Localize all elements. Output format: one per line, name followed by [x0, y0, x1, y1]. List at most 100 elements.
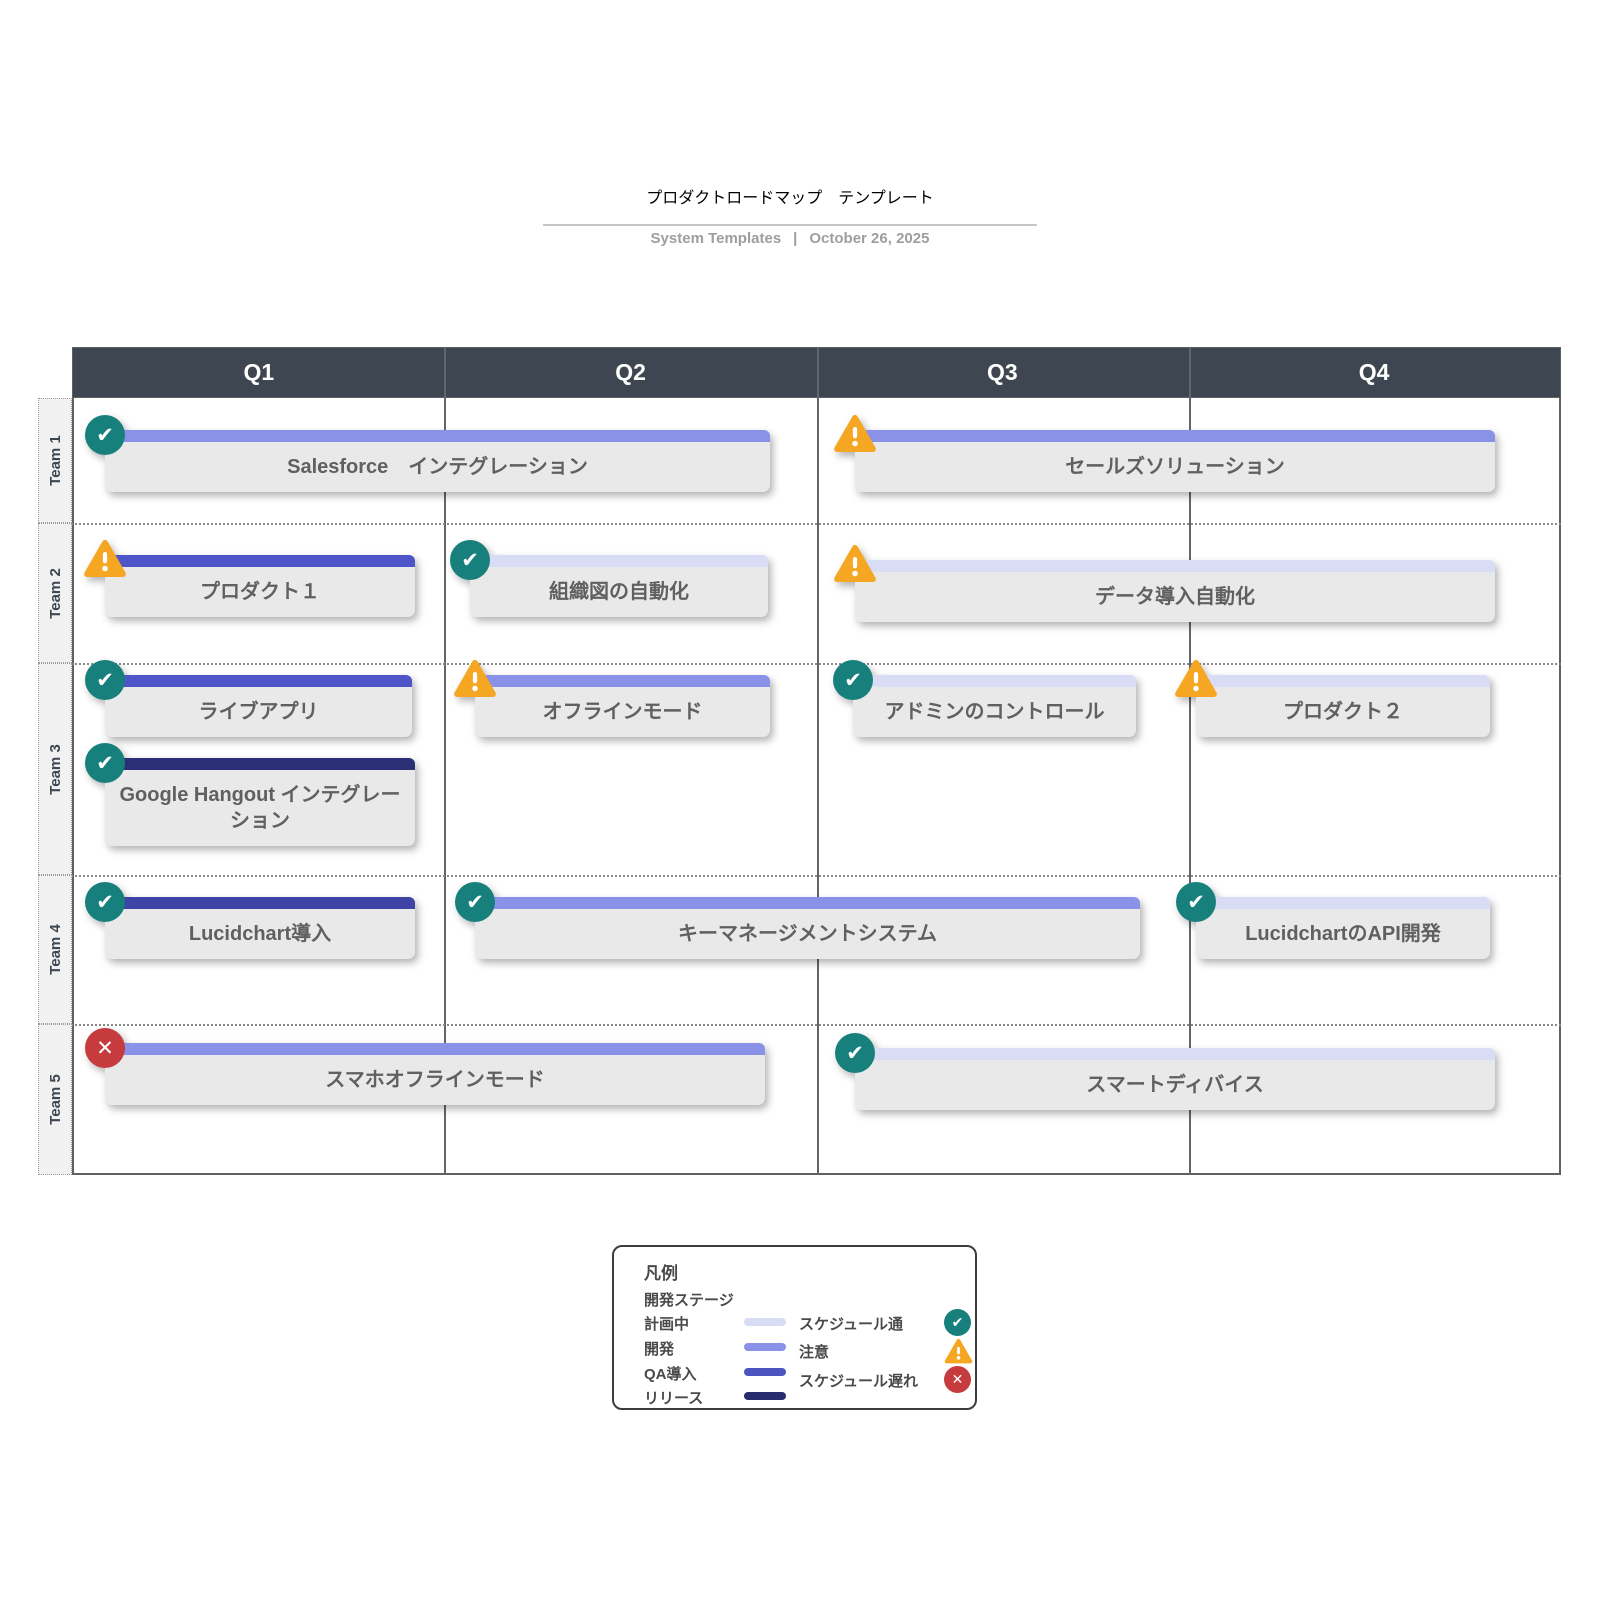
task-stage-strip	[105, 758, 415, 770]
team-label-2: Team 2	[38, 523, 72, 663]
task-stage-strip	[470, 555, 768, 567]
task-stage-strip	[855, 430, 1495, 442]
task-body: LucidchartのAPI開発	[1196, 909, 1490, 959]
task-bar[interactable]: LucidchartのAPI開発 ✔	[1176, 882, 1490, 959]
legend-stage-label: 開発	[644, 1341, 675, 1358]
warning-icon	[833, 542, 877, 586]
task-bar[interactable]: 組織図の自動化 ✔	[450, 540, 768, 617]
task-label: オフラインモード	[542, 701, 703, 723]
check-icon: ✔	[835, 1033, 875, 1073]
check-icon: ✔	[85, 660, 125, 700]
legend-title: 凡例	[644, 1264, 678, 1283]
check-icon: ✔	[85, 882, 125, 922]
task-bar[interactable]: キーマネージメントシステム✔	[455, 882, 1140, 959]
task-bar[interactable]: オフラインモード	[454, 659, 770, 737]
cross-icon: ✕	[944, 1366, 971, 1393]
task-stage-strip	[855, 560, 1495, 572]
column-divider-1	[444, 348, 446, 1175]
row-separator-2	[38, 663, 1561, 665]
task-label: Salesforce インテグレーション	[287, 456, 588, 478]
task-stage-strip	[105, 675, 412, 687]
legend-stage-swatch	[744, 1368, 786, 1376]
cross-icon: ✕	[85, 1028, 125, 1068]
task-body: キーマネージメントシステム	[475, 909, 1140, 959]
quarter-header-q3: Q3	[987, 359, 1018, 385]
team-label-text: Team 3	[46, 743, 64, 795]
task-bar[interactable]: スマートディバイス ✔	[835, 1033, 1495, 1110]
subtitle-author: System Templates	[650, 230, 782, 247]
task-label: LucidchartのAPI開発	[1245, 923, 1441, 945]
task-bar[interactable]: ライブアプリ ✔	[85, 660, 412, 737]
task-body: スマホオフラインモード	[105, 1055, 765, 1105]
team-label-3: Team 3	[38, 663, 72, 875]
task-stage-strip	[853, 675, 1136, 687]
legend-stage-label: QA導入	[644, 1366, 697, 1383]
task-label: データ導入自動化	[1095, 586, 1255, 608]
page-subtitle: System Templates | October 26, 2025	[0, 230, 1580, 247]
task-label: アドミンのコントロール	[884, 701, 1105, 723]
legend-stage-swatch	[744, 1392, 786, 1400]
task-bar[interactable]: セールズソリューション	[834, 414, 1495, 492]
check-icon: ✔	[450, 540, 490, 580]
task-bar[interactable]: プロダクト１	[84, 539, 415, 617]
task-label: プロダクト２	[1283, 701, 1403, 723]
task-bar[interactable]: データ導入自動化	[834, 544, 1495, 622]
task-stage-strip	[855, 1048, 1495, 1060]
task-label: Lucidchart導入	[188, 923, 332, 945]
check-icon: ✔	[85, 743, 125, 783]
task-label: Google Hangout インテグレーション	[119, 784, 401, 832]
check-icon: ✔	[85, 415, 125, 455]
legend-status-label: スケジュール通	[799, 1316, 903, 1333]
quarter-header-q1: Q1	[243, 359, 275, 385]
warning-icon	[1174, 657, 1218, 701]
legend-stage-heading: 開発ステージ	[644, 1292, 734, 1309]
task-body: アドミンのコントロール	[853, 687, 1136, 737]
task-body: 組織図の自動化	[470, 567, 768, 617]
task-bar[interactable]: プロダクト２	[1175, 659, 1490, 737]
team-label-1: Team 1	[38, 398, 72, 523]
row-separator-3	[38, 875, 1561, 877]
page-title: プロダクトロードマップ テンプレート	[646, 190, 934, 207]
task-body: ライブアプリ	[105, 687, 412, 737]
subtitle-separator: |	[793, 230, 798, 247]
task-label: プロダクト１	[200, 581, 320, 603]
task-stage-strip	[1196, 675, 1490, 687]
check-icon: ✔	[833, 660, 873, 700]
team-label-text: Team 2	[46, 567, 64, 619]
task-stage-strip	[105, 555, 415, 567]
subtitle-date: October 26, 2025	[809, 230, 930, 247]
task-body: プロダクト１	[105, 567, 415, 617]
task-bar[interactable]: Google Hangout インテグレーション✔	[85, 743, 415, 846]
legend-status-label: スケジュール遅れ	[799, 1373, 918, 1390]
task-body: セールズソリューション	[855, 442, 1495, 492]
task-bar[interactable]: アドミンのコントロール ✔	[833, 660, 1136, 737]
team-label-5: Team 5	[38, 1024, 72, 1175]
row-separator-4	[38, 1024, 1561, 1026]
legend-status-label: 注意	[799, 1344, 830, 1361]
quarter-header-q2: Q2	[615, 359, 646, 385]
team-label-text: Team 1	[46, 435, 64, 486]
task-body: データ導入自動化	[855, 572, 1495, 622]
task-stage-strip	[105, 1043, 765, 1055]
warning-icon	[83, 537, 127, 581]
legend-stage-swatch	[744, 1318, 786, 1326]
task-bar[interactable]: スマホオフラインモード✕	[85, 1028, 765, 1105]
warning-icon	[944, 1337, 973, 1366]
team-label-4: Team 4	[38, 875, 72, 1024]
column-divider-3	[1189, 348, 1191, 1175]
legend-stage-swatch	[744, 1343, 786, 1351]
task-label: 組織図の自動化	[549, 581, 689, 603]
task-label: ライブアプリ	[198, 701, 319, 723]
task-body: スマートディバイス	[855, 1060, 1495, 1110]
warning-icon	[833, 412, 877, 456]
check-icon: ✔	[1176, 882, 1216, 922]
team-label-text: Team 4	[46, 924, 64, 975]
legend-stage-label: 計画中	[644, 1316, 690, 1333]
task-label: セールズソリューション	[1065, 456, 1285, 478]
quarter-header-q4: Q4	[1358, 359, 1390, 385]
task-label: スマートディバイス	[1086, 1074, 1264, 1096]
task-body: プロダクト２	[1196, 687, 1490, 737]
legend-stage-label: リリース	[644, 1390, 704, 1407]
task-bar[interactable]: Salesforce インテグレーション ✔	[85, 415, 770, 492]
task-bar[interactable]: Lucidchart導入 ✔	[85, 882, 415, 959]
